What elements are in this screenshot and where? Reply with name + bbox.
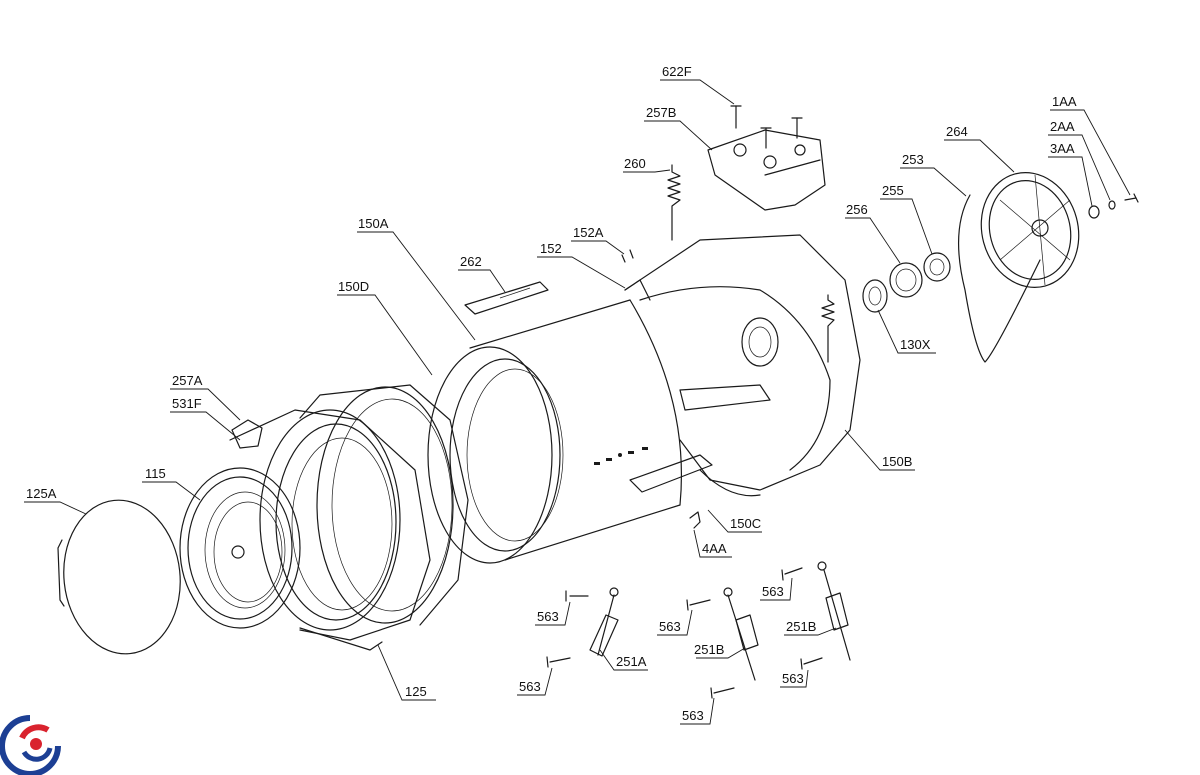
callout-125: 125 [405, 684, 427, 699]
part-262-strip [464, 281, 549, 315]
part-115-door-ring [179, 467, 301, 629]
callout-257A: 257A [172, 373, 203, 388]
callout-4AA: 4AA [702, 541, 727, 556]
part-253-belt [958, 194, 1041, 363]
part-260-spring [667, 164, 835, 363]
callout-256: 256 [846, 202, 868, 217]
part-150C-bracket [629, 454, 761, 497]
part-4AA-clip [689, 511, 701, 529]
callout-563: 563 [519, 679, 541, 694]
part-251-dampers [589, 561, 851, 681]
part-563-screws [546, 567, 823, 699]
brand-logo [0, 715, 61, 775]
callout-262: 262 [460, 254, 482, 269]
callout-150A: 150A [358, 216, 389, 231]
part-bearings [862, 252, 951, 313]
part-hardware-small [1088, 193, 1139, 219]
callout-150C: 150C [730, 516, 761, 531]
callout-253: 253 [902, 152, 924, 167]
callout-115: 115 [145, 466, 166, 481]
callout-563: 563 [537, 609, 559, 624]
callout-531F: 531F [172, 396, 202, 411]
callout-leaders [24, 79, 1131, 725]
callout-563: 563 [762, 584, 784, 599]
part-622F-screws [730, 105, 803, 149]
callout-255: 255 [882, 183, 904, 198]
callout-2AA: 2AA [1050, 119, 1075, 134]
callout-251B: 251B [786, 619, 816, 634]
callout-152A: 152A [573, 225, 604, 240]
callout-563: 563 [659, 619, 681, 634]
callout-260: 260 [624, 156, 646, 171]
callout-130X: 130X [900, 337, 931, 352]
part-264-pulley [980, 172, 1080, 288]
callout-251A: 251A [616, 654, 647, 669]
callout-150B: 150B [882, 454, 912, 469]
callout-152: 152 [540, 241, 562, 256]
part-150B-rear-tub [624, 234, 861, 491]
part-150D-front-tub [229, 384, 469, 651]
part-125A-cover [57, 499, 181, 655]
part-257B-weight [707, 129, 826, 211]
part-150A-tub-drum [427, 299, 683, 564]
callout-150D: 150D [338, 279, 369, 294]
callout-3AA: 3AA [1050, 141, 1075, 156]
part-152A-pins [621, 249, 634, 263]
callout-1AA: 1AA [1052, 94, 1077, 109]
callout-257B: 257B [646, 105, 676, 120]
callout-563: 563 [782, 671, 804, 686]
callout-563: 563 [682, 708, 704, 723]
callout-264: 264 [946, 124, 968, 139]
callout-251B: 251B [694, 642, 724, 657]
callout-622F: 622F [662, 64, 692, 79]
callout-125A: 125A [26, 486, 57, 501]
